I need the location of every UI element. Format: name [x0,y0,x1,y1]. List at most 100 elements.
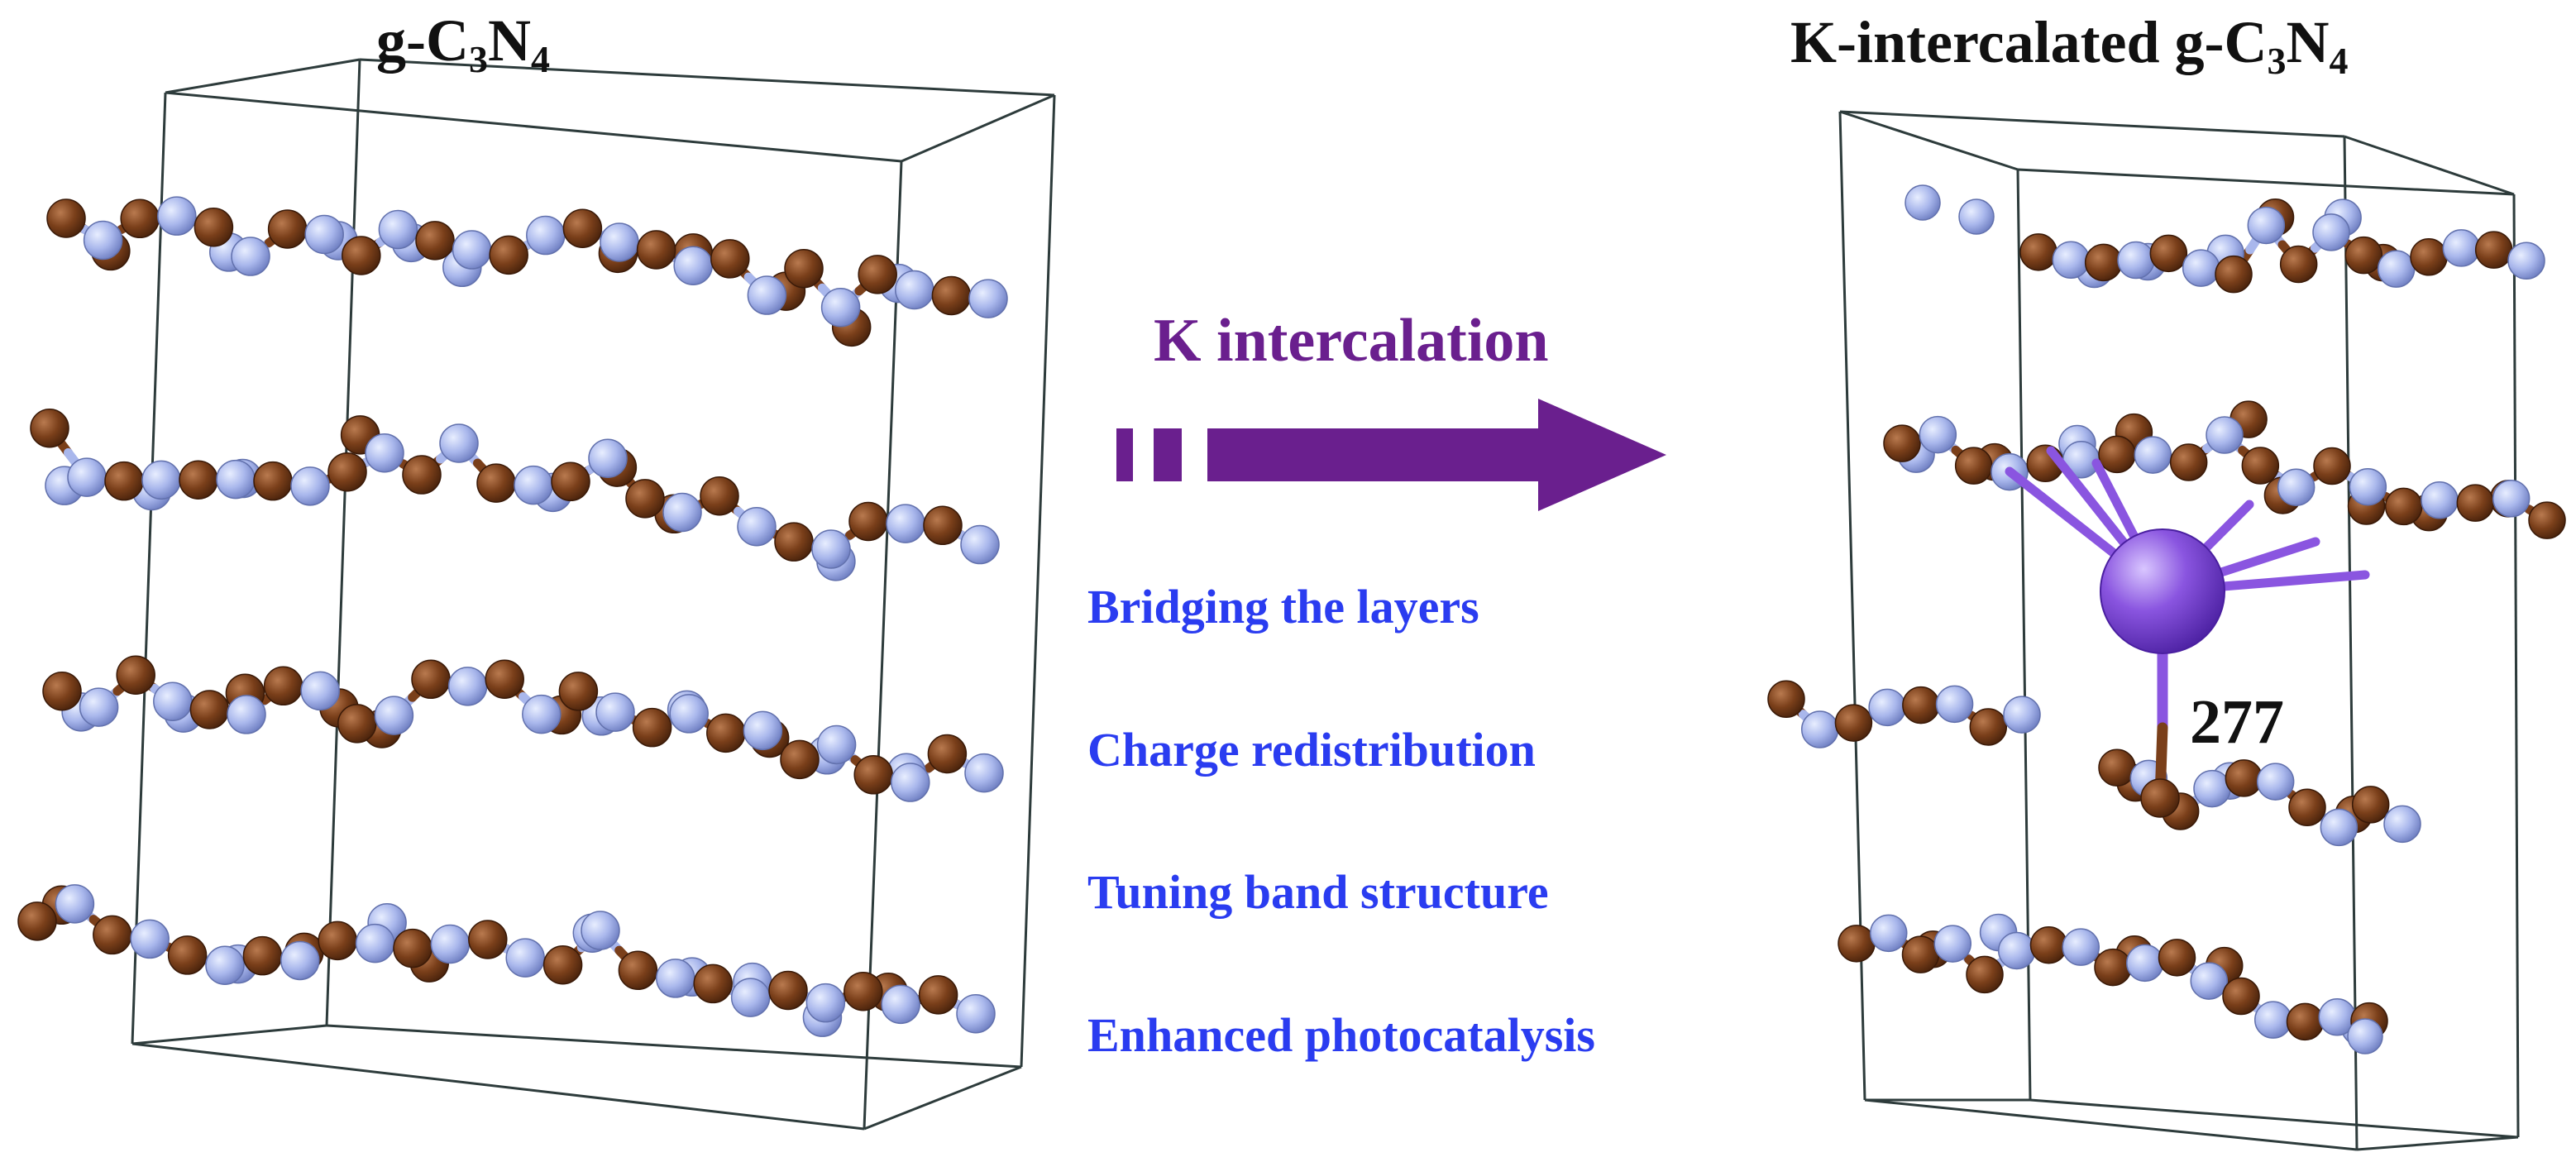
k-distance-label: 277 [2190,687,2284,757]
nitrogen-atom [2421,481,2459,519]
nitrogen-atom [2312,213,2350,251]
nitrogen-atom [227,695,266,734]
carbon-atom [393,928,433,968]
carbon-atom [2222,977,2260,1016]
carbon-atom [267,209,308,249]
nitrogen-atom [2247,206,2286,245]
nitrogen-atom [2383,805,2421,844]
carbon-atom [2094,948,2132,987]
nitrogen-atom [2117,241,2155,280]
nitrogen-atom [588,438,628,478]
nitrogen-atom [820,287,861,328]
gc3n4-layer [1838,913,2388,1046]
nitrogen-atom [960,524,1000,565]
carbon-atom [468,920,508,959]
carbon-atom [780,739,820,780]
carbon-atom [2149,234,2188,273]
nitrogen-atom [2134,436,2172,474]
nitrogen-atom [2052,241,2091,280]
carbon-atom [1902,686,1940,724]
cell-edge [863,1065,1022,1131]
carbon-atom [558,672,599,711]
nitrogen-atom [881,984,920,1025]
carbon-atom [923,505,963,546]
carbon-atom [774,522,814,562]
nitrogen-atom [2126,944,2164,983]
cell-edge [326,1024,1022,1069]
carbon-atom [2288,788,2326,827]
carbon-atom [42,672,82,711]
carbon-atom [2528,501,2566,539]
carbon-atom [2019,233,2057,271]
cell-edge [1839,110,2019,171]
nitrogen-atom [205,945,245,986]
cell-edge [2017,168,2515,196]
carbon-atom [120,198,160,239]
carbon-atom [784,248,824,289]
carbon-atom [858,255,897,294]
nitrogen-atom [2507,241,2545,280]
carbon-atom [918,975,958,1015]
feature-charge: Charge redistribution [1087,723,1536,777]
nitrogen-atom [1868,688,1906,727]
carbon-atom [2098,435,2136,474]
nitrogen-atom [2254,1001,2292,1039]
carbon-atom [2474,231,2513,269]
carbon-atom [318,921,357,961]
feature-bridging: Bridging the layers [1087,580,1479,634]
carbon-atom [2225,759,2263,797]
nitrogen-atom [956,994,996,1034]
cell-edge [901,93,1055,163]
unit-cell-left [131,58,1056,1131]
nitrogen-atom [2377,250,2416,288]
carbon-atom [242,935,283,976]
carbon-atom [1901,935,1940,973]
gc3n4-layer [42,655,1004,802]
carbon-atom [2098,748,2136,787]
cell-edge [1864,1098,2358,1151]
carbon-atom [46,198,86,238]
carbon-atom [1883,424,1921,462]
carbon-atom [17,901,57,941]
carbon-atom [263,666,303,706]
intercalation-arrow [1116,399,1666,511]
cell-edge [1839,110,2345,138]
nitrogen-atom [737,507,777,547]
nitrogen-atom [374,696,414,735]
nitrogen-atom [2349,467,2387,506]
nitrogen-atom [447,667,488,706]
nitrogen-atom [669,694,709,734]
carbon-atom [2279,245,2318,284]
carbon-atom [93,915,132,955]
carbon-atom [167,935,208,975]
cell-edge [2356,1136,2519,1151]
potassium-sphere [2100,528,2225,654]
nitrogen-atom [2182,249,2220,287]
carbon-atom [927,734,968,774]
carbon-atom [562,208,603,248]
gc3n4-layers-left [17,196,1008,1037]
carbon-atom [179,460,218,500]
carbon-atom [189,690,230,729]
carbon-atom [116,655,155,696]
nitrogen-atom [304,214,344,255]
carbon-atom [104,461,144,501]
nitrogen-atom [743,710,783,751]
carbon-atom [2241,447,2280,485]
nitrogen-atom [231,237,270,276]
carbon-atom [415,221,455,261]
carbon-atom [337,704,377,744]
nitrogen-atom [1935,685,1974,724]
nitrogen-atom [2206,416,2244,454]
nitrogen-atom [673,246,713,285]
carbon-atom [485,659,524,699]
nitrogen-atom [2347,1018,2383,1054]
nitrogen-atom [1998,931,2036,970]
carbon-atom [768,970,808,1011]
carbon-atom [1834,704,1873,742]
carbon-atom [253,461,293,501]
carbon-atom [2215,255,2253,294]
cell-edge [131,92,167,1045]
feature-photocatalysis: Enhanced photocatalysis [1087,1008,1595,1062]
